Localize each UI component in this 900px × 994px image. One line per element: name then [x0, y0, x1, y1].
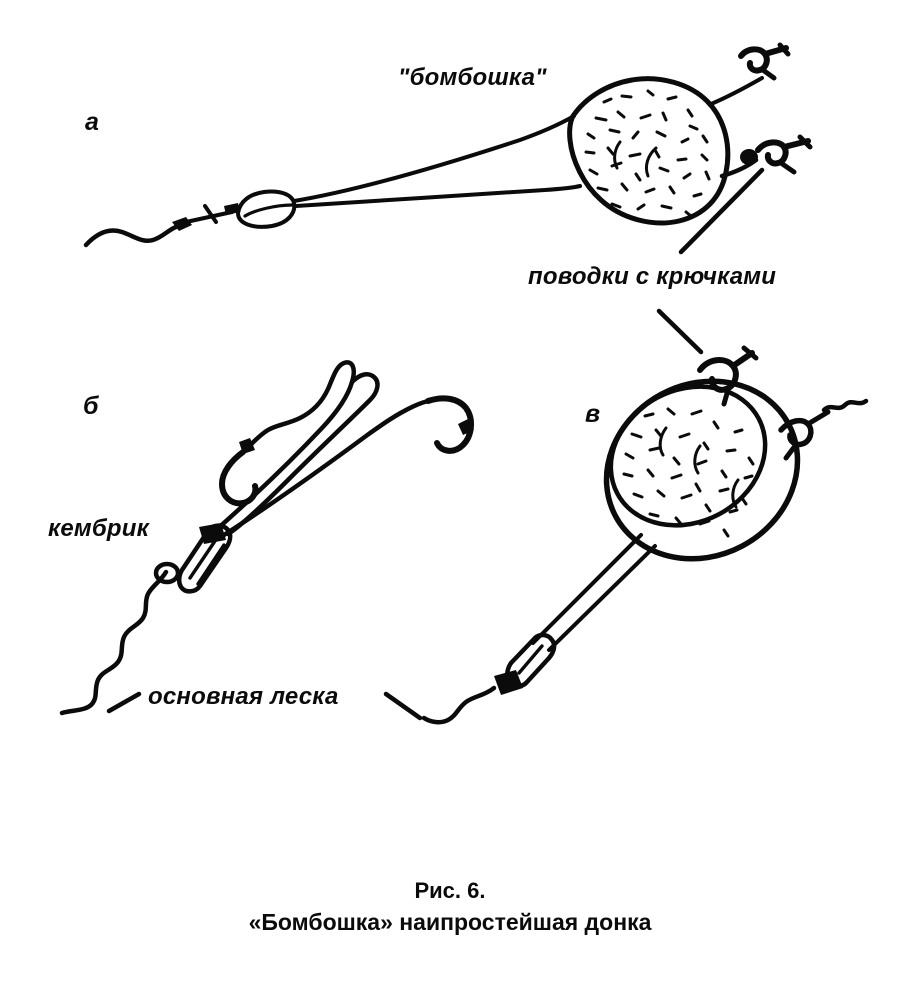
panel-v-drawing: [383, 345, 869, 725]
callout-line-povodki-up: [678, 167, 765, 255]
label-main-line: основная леска: [148, 683, 339, 710]
panel-letter-v: в: [585, 400, 601, 428]
hook-a-upper-icon: [738, 42, 791, 81]
panel-b-leader-1-return: [225, 372, 380, 537]
bait-ball-v-seam: [608, 384, 768, 528]
panel-b-loop-knot: [153, 561, 181, 585]
panel-a-knot-2: [224, 203, 240, 215]
panel-a-hook-leader-upper: [709, 76, 764, 106]
bait-ball-v-texture: [622, 407, 755, 538]
panel-a-main-line: [83, 224, 179, 248]
panel-a-stopper-tick: [203, 204, 218, 224]
hook-v-right-icon: [778, 398, 869, 461]
hook-a-lower-icon: [755, 134, 813, 175]
panel-v-leader-a: [531, 533, 643, 645]
bait-ball-a-texture: [584, 89, 711, 218]
panel-letter-b: б: [83, 392, 99, 420]
hook-v-top-icon: [697, 345, 759, 407]
callout-line-leska-left: [106, 691, 142, 714]
panel-a-drawing: [83, 42, 813, 255]
panel-v-knot: [494, 670, 523, 695]
panel-v-leader-b: [547, 544, 657, 652]
panel-a-cambric-inner-line: [243, 203, 294, 218]
panel-a-leader-upper: [292, 114, 576, 203]
panel-b-leader-2: [221, 398, 431, 538]
label-leaders-with-hooks: поводки с крючками: [528, 263, 777, 290]
panel-a-bead: [740, 149, 758, 165]
panel-b-drawing: [59, 360, 474, 716]
label-cambric: кембрик: [48, 515, 150, 542]
panel-a-leader-lower: [294, 184, 582, 208]
hook-b-right-icon: [425, 395, 474, 454]
hook-b-left-icon: [219, 438, 259, 507]
figure-caption-text: «Бомбошка» наипростейшая донка: [248, 909, 652, 935]
figure-caption-number: Рис. 6.: [414, 878, 486, 903]
figure-caption: Рис. 6. «Бомбошка» наипростейшая донка: [0, 876, 900, 938]
label-bait-ball: "бомбошка": [398, 64, 547, 91]
panel-letter-a: а: [85, 108, 99, 136]
callout-line-leska-right: [383, 691, 423, 721]
panel-v-main-line: [421, 685, 497, 725]
bait-ball-a-outline: [567, 76, 731, 226]
panel-b-main-line: [59, 569, 169, 716]
panel-b-leader-1: [213, 360, 356, 533]
panel-a-line-segment: [184, 210, 234, 224]
callout-line-povodki-down: [656, 308, 704, 355]
